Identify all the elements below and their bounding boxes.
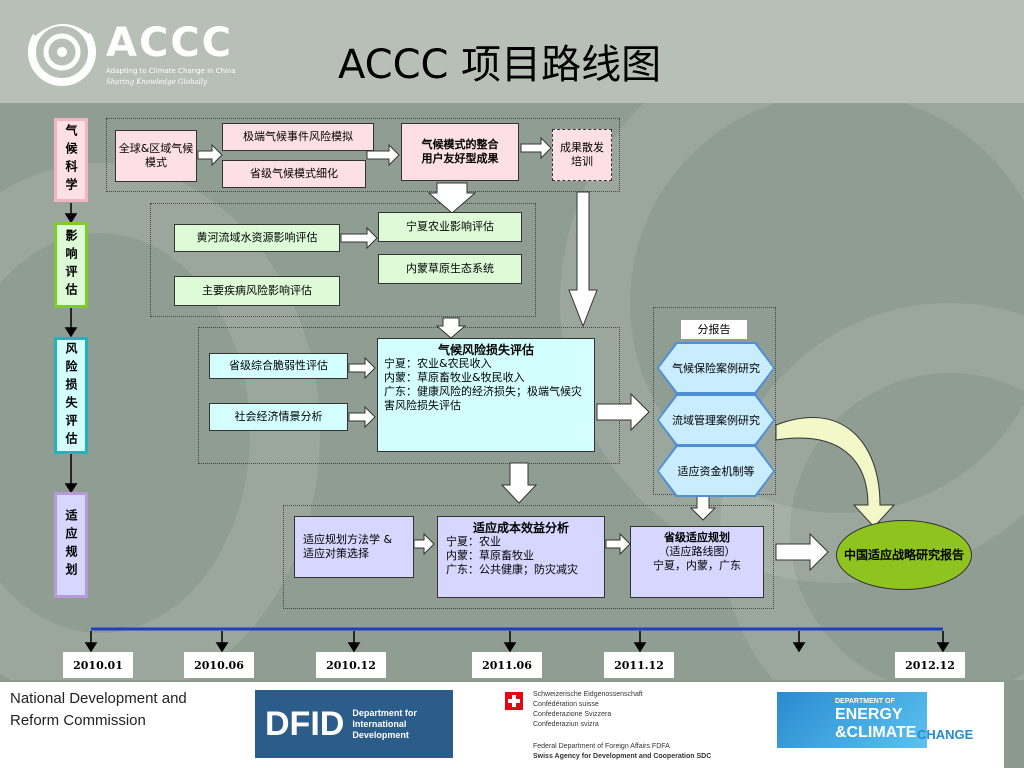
box-socioeconomic: 社会经济情景分析 [209,403,348,431]
swiss-agency: Swiss Agency for Development and Coopera… [533,753,712,760]
box-yellow-river: 黄河流域水资源影响评估 [174,224,340,252]
box-disease-risk: 主要疾病风险影响评估 [174,276,340,306]
arrow-down [689,493,717,521]
box-extreme-event-risk: 极端气候事件风险模拟 [222,123,374,151]
loss-assessment-title: 气候风险损失评估 [437,343,534,357]
logo-subtitle: Adapting to Climate Change in China [106,67,236,75]
arrow-right [366,143,400,167]
arrow-right [413,532,435,556]
dfid-logo: DFID Department for International Develo… [255,690,453,758]
box-ningxia-agri: 宁夏农业影响评估 [378,212,522,242]
box-inner-mongolia-grass: 内蒙草原生态系统 [378,254,522,284]
arrow-right [348,405,376,429]
cba-line: 广东：公共健康；防灾减灾 [446,563,578,576]
arrow-right [348,356,376,380]
accc-logo: ACCC Adapting to Climate Change in China… [22,12,236,90]
loss-line: 宁夏：农业&农民收入 [384,357,492,370]
arrow-right [596,392,650,432]
sponsor-footer: National Development and Reform Commissi… [0,682,1004,768]
arrow-down [500,462,538,504]
subreports-label: 分报告 [681,320,747,339]
arrow-right [520,136,552,160]
timeline-date: 2010.12 [316,652,386,678]
arrow-down [568,191,598,328]
box-loss-assessment: 气候风险损失评估 宁夏：农业&农民收入 内蒙：草原畜牧业&牧民收入 广东：健康风… [377,338,595,452]
loss-line: 广东：健康风险的经济损失；极端气候灾害风险损失评估 [384,385,582,412]
decc-climate: &CLIMATE [835,724,917,741]
box-integrated-results: 气候模式的整合 用户友好型成果 [401,123,519,181]
timeline-date: 2011.12 [604,652,674,678]
box-provincial-downscale: 省级气候模式细化 [222,160,366,188]
arrow-right [197,143,223,167]
swiss-line: Confédération suisse [533,701,599,708]
swiss-line: Schweizerische Eidgenossenschaft [533,691,643,698]
arrow-right [605,532,631,556]
hex-insurance-case: 气候保险案例研究 [659,344,773,392]
box-provincial-plan: 省级适应规划 （适应路线图） 宁夏，内蒙，广东 [630,526,764,598]
box-dissemination: 成果散发培训 [552,129,612,181]
integrated-results-sub: 用户友好型成果 [421,152,499,165]
stage-climate-science: 气候科学 [54,118,88,202]
ndrc-logo: National Development and Reform Commissi… [10,690,187,729]
swiss-line: Confederazione Svizzera [533,711,612,718]
cba-line: 内蒙：草原畜牧业 [446,549,534,562]
swiss-dept: Federal Department of Foreign Affairs FD… [533,743,670,750]
group-impact [150,203,536,317]
arrow-right [340,226,378,250]
group-climate-science [106,118,620,192]
decc-top: DEPARTMENT OF [835,698,895,705]
provincial-plan-regions: 宁夏，内蒙，广东 [653,559,741,572]
timeline-date: 2010.06 [184,652,254,678]
swiss-flag-icon [505,692,523,710]
decc-badge [777,692,927,748]
hex-watershed-case: 流域管理案例研究 [659,396,773,444]
box-methodology: 适应规划方法学 & 适应对策选择 [294,516,414,578]
header-band [0,0,1024,103]
box-global-regional-model: 全球&区域气候模式 [115,130,197,182]
decc-logo: DEPARTMENT OF ENERGY &CLIMATE CHANGE [777,692,987,748]
swiss-names: Schweizerische Eidgenossenschaft Confédé… [533,690,643,730]
decc-energy: ENERGY [835,706,903,723]
swiss-sdc-logo: Schweizerische Eidgenossenschaft Confédé… [505,688,765,766]
timeline-date: 2012.12 [895,652,965,678]
final-report-oval: 中国适应战略研究报告 [836,520,972,590]
timeline-date: 2010.01 [63,652,133,678]
arrow-down [427,182,477,214]
arrow-down [435,317,467,339]
timeline-date: 2011.06 [472,652,542,678]
logo-name: ACCC [106,20,234,66]
hex-finance-mechanism: 适应资金机制等 [659,447,773,495]
cba-line: 宁夏：农业 [446,535,501,548]
group-adaptation [283,505,774,609]
accc-logo-icon [28,14,96,86]
provincial-plan-title: 省级适应规划 [664,531,730,544]
swiss-line: Confederaziun svizra [533,721,599,728]
decc-change: CHANGE [917,727,974,742]
cost-benefit-title: 适应成本效益分析 [472,521,569,535]
box-vulnerability: 省级综合脆弱性评估 [209,353,348,379]
provincial-plan-sub: （适应路线图） [658,545,736,558]
curved-arrow [775,416,896,528]
dfid-abbr: DFID [265,704,345,743]
swiss-agency-block: Federal Department of Foreign Affairs FD… [533,742,711,762]
arrow-right [775,532,829,572]
group-risk [198,327,620,464]
page-title: ACCC 项目路线图 [338,42,662,88]
dfid-full: Department for International Development [352,707,417,740]
box-cost-benefit: 适应成本效益分析 宁夏：农业 内蒙：草原畜牧业 广东：公共健康；防灾减灾 [437,516,605,598]
stage-risk-assessment: 风险损失评估 [54,337,88,454]
stage-adaptation-planning: 适应规划 [54,492,88,598]
logo-tagline: Sharing Knowledge Globally [106,78,208,86]
stage-impact-assessment: 影响评估 [54,222,88,308]
loss-line: 内蒙：草原畜牧业&牧民收入 [384,371,525,384]
integrated-results-title: 气候模式的整合 [421,138,499,151]
